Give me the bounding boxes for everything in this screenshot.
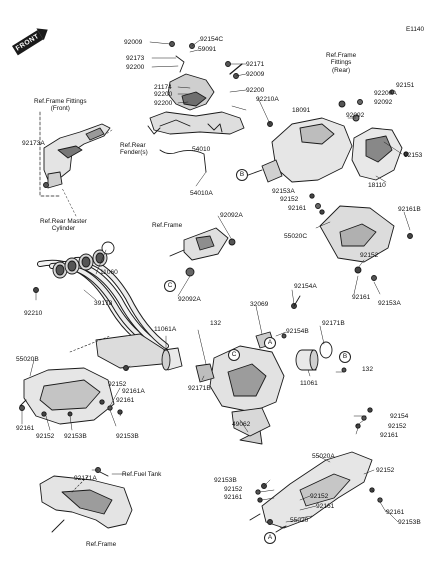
ref-frame-fittings-front: Ref.Frame Fittings (Front) (34, 98, 87, 113)
callout-b-mid: B (339, 351, 351, 363)
part-label: 92153B (116, 433, 139, 440)
part-label: 92171B (188, 385, 211, 392)
fender-cable (159, 149, 207, 173)
part-label: 92161 (380, 432, 399, 439)
part-label: 92161 (288, 205, 307, 212)
part-label: 92210A (256, 96, 279, 103)
part-label: 39178 (94, 300, 113, 307)
ref-frame-bottom: Ref.Frame (86, 541, 117, 548)
part-label: 92092 (374, 99, 393, 106)
part-label: 11060 (100, 269, 118, 276)
part-label: 32069 (250, 301, 269, 308)
part-label: 92200 (154, 100, 173, 107)
part-label: 92161 (352, 294, 371, 301)
part-label: 92171 (246, 61, 265, 68)
part-label: 92154 (390, 413, 409, 420)
ref-fuel-tank: Ref.Fuel Tank (122, 471, 162, 478)
heat-shield-55020b (19, 335, 129, 425)
part-label: 92210 (24, 310, 43, 317)
part-label: 92152 (310, 493, 329, 500)
part-label: 92092 (346, 112, 365, 119)
part-label: 92152 (36, 433, 55, 440)
part-label: 92173 (126, 55, 145, 62)
part-label: 92161 (316, 503, 335, 510)
sleeve-11061a (161, 347, 183, 371)
part-label: 92152 (224, 486, 243, 493)
part-label: 92153B (64, 433, 87, 440)
part-label: 92153A (272, 188, 295, 195)
part-label: 92161 (116, 397, 135, 404)
part-label: 92200 (154, 91, 173, 98)
part-label: 21174 (154, 84, 172, 91)
part-label: 132 (210, 320, 222, 327)
part-label: 92173A (22, 140, 45, 147)
part-label: 92009 (246, 71, 265, 78)
callout-b-top: B (236, 169, 248, 181)
ref-rear-master-cylinder: Ref.Rear Master Cylinder (40, 218, 87, 233)
ref-frame-mid: Ref.Frame (152, 222, 183, 229)
part-label: 92009 (124, 39, 143, 46)
part-label: 92153 (404, 152, 423, 159)
top-bracket-group (147, 41, 245, 135)
part-label: 92161 (16, 425, 35, 432)
callout-c-left: C (164, 280, 176, 292)
part-label: 132 (362, 366, 374, 373)
part-label: 92152 (388, 423, 407, 430)
part-label: 92200 (246, 87, 265, 94)
part-label: 11061A (154, 326, 177, 333)
part-label: 55020A (312, 453, 335, 460)
part-label: 92161 (386, 509, 405, 516)
part-label: 92153B (214, 477, 237, 484)
part-label: 92154B (286, 328, 309, 335)
part-label: 18110 (368, 182, 386, 189)
part-label: 92200A (374, 90, 397, 97)
part-label: 92152 (360, 252, 379, 259)
part-label: 92171B (322, 320, 345, 327)
part-label: 92161A (122, 388, 145, 395)
part-label: 92200 (126, 64, 145, 71)
part-label: 11061 (300, 380, 318, 387)
part-label: 55020 (290, 517, 309, 524)
part-label: 92152 (376, 467, 395, 474)
heat-shield-55020c (309, 193, 413, 281)
part-label: 54010 (192, 146, 211, 153)
part-label: 49062 (232, 421, 251, 428)
part-label: 55020C (284, 233, 308, 240)
part-label: 92151 (396, 82, 415, 89)
part-label: 59091 (198, 46, 217, 53)
part-label: 92154C (200, 36, 224, 43)
part-label: 92152 (108, 381, 127, 388)
part-label: 18091 (292, 107, 311, 114)
part-label: 92171A (74, 475, 97, 482)
part-label: 92092A (220, 212, 243, 219)
part-label: 92153A (378, 300, 401, 307)
callout-c-mid: C (228, 349, 240, 361)
muffler-assembly-top (239, 89, 409, 183)
muffler-body-49062 (195, 345, 285, 445)
leader-lines (21, 39, 411, 529)
part-label: 92152 (280, 196, 299, 203)
callout-a-bottom: A (264, 532, 276, 544)
part-label: 54010A (190, 190, 213, 197)
part-label: 55020B (16, 356, 39, 363)
part-label: 92161B (398, 206, 421, 213)
ref-rear-fender: Ref.Rear Fender(s) (120, 142, 148, 157)
part-label: 92161 (224, 494, 243, 501)
diagram-code: E1140 (406, 26, 425, 33)
frame-bottom-bracket (39, 467, 133, 533)
part-label: 92153B (398, 519, 421, 526)
part-label: 92092A (178, 296, 201, 303)
heat-shield-55020 (249, 407, 383, 533)
callout-a-mid: A (264, 337, 276, 349)
frame-fittings-front-group (39, 111, 111, 197)
header-pipes (33, 241, 169, 369)
frame-mid-group (169, 227, 236, 277)
ref-frame-fittings-rear: Ref.Frame Fittings (Rear) (326, 52, 357, 74)
part-label: 92154A (294, 283, 317, 290)
